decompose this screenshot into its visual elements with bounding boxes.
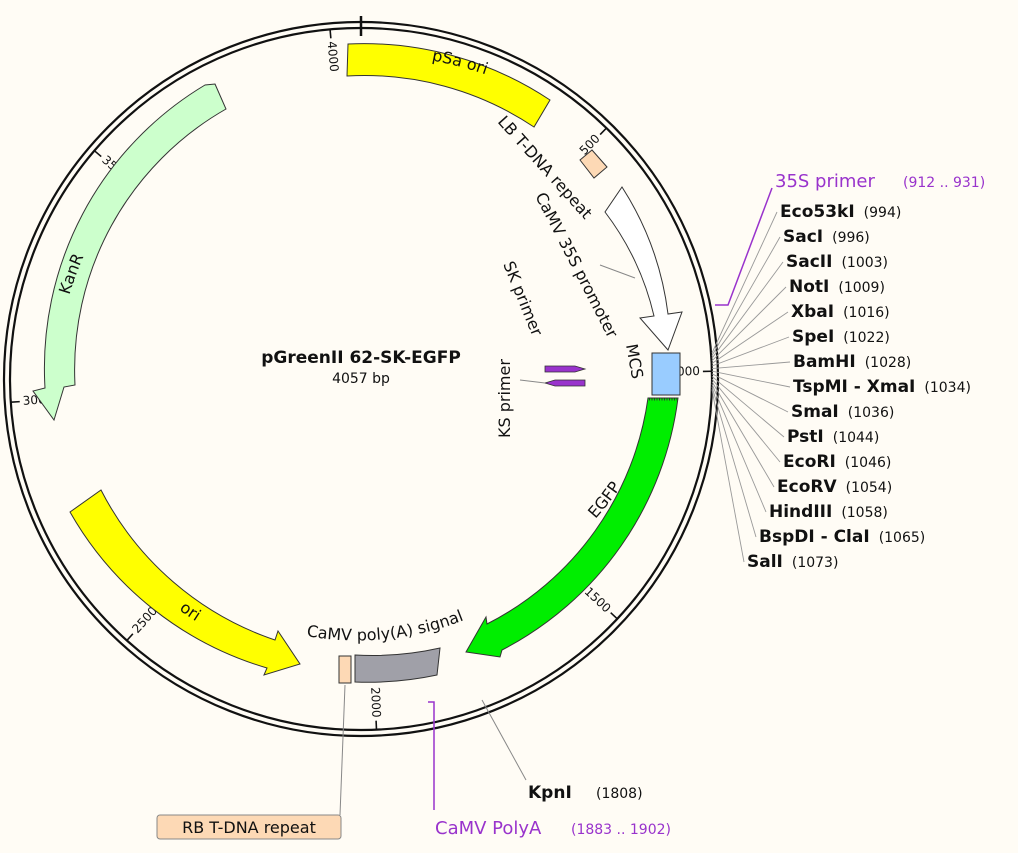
site-name[interactable]: SacII xyxy=(786,252,832,272)
rb-leader xyxy=(340,685,345,815)
site-position: (1022) xyxy=(843,330,890,346)
site-position: (1003) xyxy=(841,255,888,271)
site-position: (996) xyxy=(832,230,870,246)
feature-sk-label: SK primer xyxy=(499,258,546,339)
site-position: (994) xyxy=(864,205,902,221)
feature-mcs-box[interactable] xyxy=(652,353,680,395)
primer-camvpolya-pos: (1883 .. 1902) xyxy=(571,822,671,838)
feature-kanr-arrow[interactable] xyxy=(33,84,226,420)
site-name[interactable]: NotI xyxy=(789,277,829,297)
site-position: (1036) xyxy=(848,405,895,421)
site-position: (1058) xyxy=(841,505,888,521)
camv35s-leader xyxy=(600,265,635,278)
tick-mark xyxy=(600,128,606,134)
site-name[interactable]: XbaI xyxy=(791,302,834,322)
site-name[interactable]: BspDI - ClaI xyxy=(759,527,870,547)
site-position: (1034) xyxy=(924,380,971,396)
feature-rb-box[interactable] xyxy=(339,656,351,683)
feature-ori-arrow[interactable] xyxy=(70,490,300,675)
feature-ks-primer[interactable] xyxy=(545,380,585,386)
site-leader xyxy=(712,237,780,356)
feature-sk-primer[interactable] xyxy=(545,366,585,372)
feature-ks-label: KS primer xyxy=(495,359,514,438)
site-leader xyxy=(712,312,788,363)
site-name[interactable]: EcoRV xyxy=(777,477,837,497)
site-name[interactable]: SmaI xyxy=(791,402,839,422)
tick-label: 1500 xyxy=(582,584,614,615)
site-leader xyxy=(712,384,766,512)
plasmid-name: pGreenII 62-SK-EGFP xyxy=(261,348,461,368)
restriction-sites: Eco53kI (994) SacI (996)SacII (1003) NotI (100… xyxy=(712,202,971,572)
site-leader xyxy=(712,376,784,437)
ks-leader xyxy=(520,380,545,383)
site-name[interactable]: SalI xyxy=(747,552,783,572)
site-name[interactable]: SacI xyxy=(783,227,823,247)
site-name[interactable]: SpeI xyxy=(792,327,834,347)
site-position: (1009) xyxy=(838,280,885,296)
site-leader xyxy=(712,212,777,353)
feature-polya-label: CaMV poly(A) signal xyxy=(306,606,466,644)
site-name[interactable]: HindIII xyxy=(769,502,832,522)
site-position: (1046) xyxy=(845,455,892,471)
kpni-leader xyxy=(482,700,526,780)
site-leader xyxy=(712,382,774,487)
site-position: (1044) xyxy=(833,430,880,446)
site-leader xyxy=(712,389,744,562)
tick-mark xyxy=(94,151,101,157)
kpni-pos: (1808) xyxy=(596,786,643,802)
primer-camvpolya-leader xyxy=(428,702,434,810)
site-leader xyxy=(712,362,790,369)
site-leader xyxy=(712,387,756,537)
tick-mark xyxy=(330,29,331,38)
site-name[interactable]: BamHI xyxy=(793,352,856,372)
site-leader xyxy=(712,337,789,366)
site-leader xyxy=(712,371,790,387)
tick-label: 2000 xyxy=(368,687,383,718)
site-leader xyxy=(712,287,786,361)
primer-35s-leader xyxy=(715,188,772,305)
site-position: (1016) xyxy=(843,305,890,321)
site-position: (1073) xyxy=(792,555,839,571)
tick-mark xyxy=(127,634,133,641)
tick-label: 4000 xyxy=(325,41,342,73)
site-position: (1065) xyxy=(879,530,926,546)
tick-mark xyxy=(11,402,20,403)
feature-mcs-label: MCS xyxy=(622,342,647,380)
site-name[interactable]: PstI xyxy=(787,427,824,447)
site-name[interactable]: EcoRI xyxy=(783,452,836,472)
kpni-name: KpnI xyxy=(528,783,572,803)
primer-35s-name: 35S primer xyxy=(775,171,875,192)
plasmid-length: 4057 bp xyxy=(332,371,390,387)
site-name[interactable]: Eco53kI xyxy=(780,202,855,222)
site-position: (1054) xyxy=(846,480,893,496)
rb-label: RB T-DNA repeat xyxy=(182,818,316,837)
site-position: (1028) xyxy=(865,355,912,371)
primer-camvpolya-name: CaMV PolyA xyxy=(435,818,542,839)
site-name[interactable]: TspMI - XmaI xyxy=(793,377,915,397)
primer-35s-pos: (912 .. 931) xyxy=(903,175,985,191)
feature-polya-box[interactable] xyxy=(355,648,440,682)
tick-mark xyxy=(611,613,618,619)
